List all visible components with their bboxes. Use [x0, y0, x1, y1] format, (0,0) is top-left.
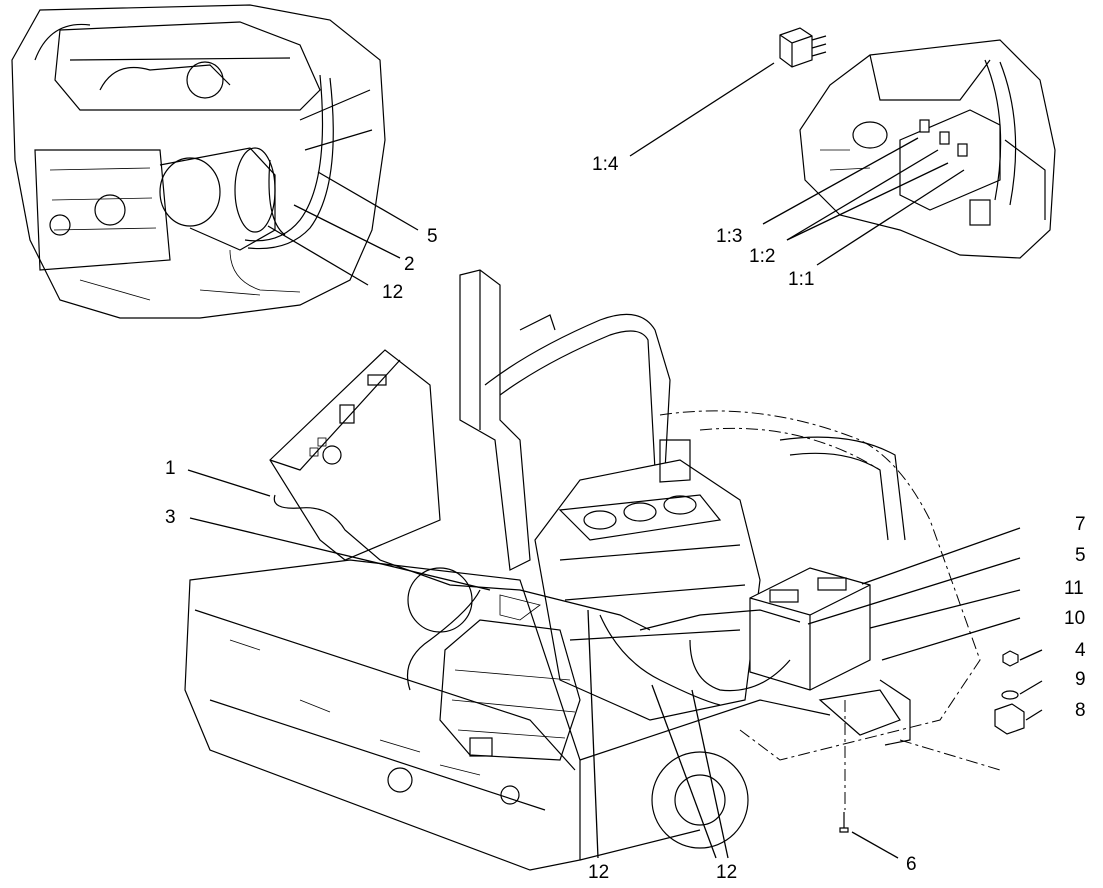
callout-12-inset: 12	[382, 282, 403, 303]
callout-labels: 5 2 12 1:4 1:3 1:2 1:1 1 3 7 5 11 10 4 9…	[165, 154, 1086, 883]
callout-3: 3	[165, 507, 176, 528]
callout-6: 6	[906, 854, 917, 875]
callout-1-4: 1:4	[592, 154, 619, 175]
callout-1-3: 1:3	[716, 226, 742, 247]
main-assembly	[184, 269, 1025, 871]
callout-12-bottom-left: 12	[588, 862, 609, 883]
callout-1-2: 1:2	[749, 246, 775, 267]
callout-5-inset: 5	[427, 226, 438, 247]
callout-11: 11	[1064, 578, 1084, 599]
callout-4: 4	[1075, 640, 1086, 661]
callout-8: 8	[1075, 700, 1086, 721]
callout-12-bottom-right: 12	[716, 862, 737, 883]
callout-1-1: 1:1	[788, 269, 814, 290]
callout-2: 2	[404, 254, 415, 275]
callout-1: 1	[165, 458, 176, 479]
callout-7: 7	[1075, 514, 1086, 535]
callout-10: 10	[1064, 608, 1085, 629]
fuse-block-inset	[799, 39, 1056, 259]
leader-lines	[187, 62, 1043, 859]
callout-5-main: 5	[1075, 545, 1086, 566]
callout-9: 9	[1075, 669, 1086, 690]
engine-detail-inset	[11, 4, 386, 319]
relay-part	[779, 27, 827, 68]
